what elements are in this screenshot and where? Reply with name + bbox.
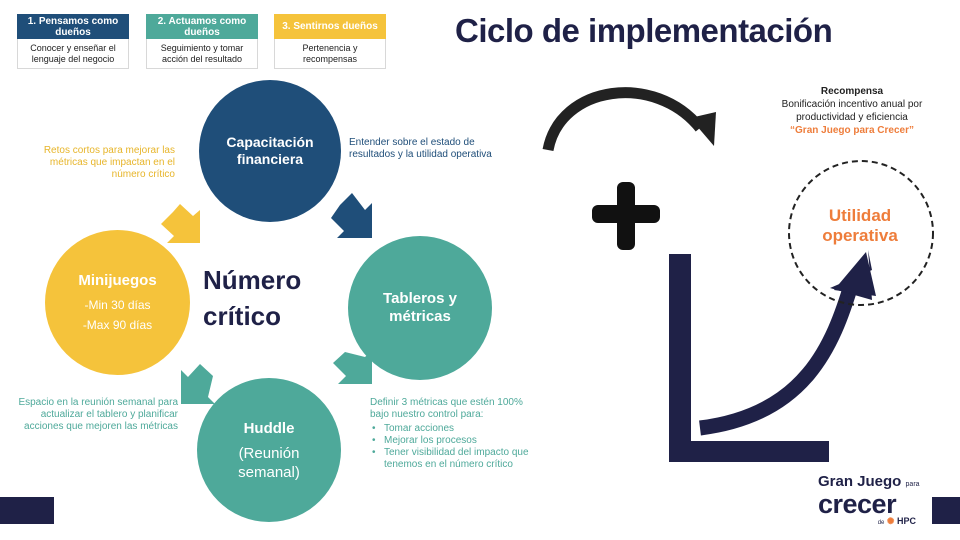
utilidad-label: Utilidad operativa (822, 206, 898, 245)
circle-tableros: Tableros y métricas (348, 236, 492, 380)
curved-arrow (542, 87, 705, 152)
logo-gear-icon: ✺ (886, 516, 895, 526)
axis-horizontal (669, 441, 829, 462)
logo-line1: Gran Juego (818, 473, 902, 490)
step-3-title: 3. Sentirnos dueños (274, 14, 386, 39)
logo-line2: crecer (818, 489, 897, 519)
arrow-teal-left (181, 364, 215, 404)
logo-brand: HPC (896, 516, 916, 526)
tableros-bullet-list: Tomar acciones Mejorar los procesos Tene… (370, 423, 540, 471)
arrow-yellow (161, 204, 200, 243)
minijuegos-max: -Max 90 días (82, 317, 153, 332)
logo-de: de (877, 520, 885, 526)
step-2-title: 2. Actuamos como dueños (146, 14, 258, 39)
growth-curve (699, 279, 860, 436)
huddle-sub: (Reunión semanal) (238, 444, 300, 481)
note-tableros: Definir 3 métricas que estén 100% bajo n… (370, 397, 540, 471)
reward-desc: Bonificación incentivo anual por product… (781, 99, 923, 123)
curved-arrow-head (690, 112, 716, 146)
bottom-left-bar (0, 497, 54, 524)
tableros-label: Tableros y métricas (383, 290, 457, 325)
arrow-blue (331, 193, 372, 238)
circle-huddle: Huddle (Reunión semanal) (197, 378, 341, 522)
note-huddle: Espacio en la reunión semanal para actua… (18, 397, 178, 432)
plus-v (617, 182, 635, 250)
bullet-item: Mejorar los procesos (372, 435, 540, 447)
reward-program: “Gran Juego para Crecer” (790, 125, 914, 136)
bullet-item: Tomar acciones (372, 423, 540, 435)
axis-vertical (669, 254, 691, 462)
minijuegos-min: -Min 30 días (84, 297, 151, 312)
step-3-box: 3. Sentirnos dueños Pertenencia y recomp… (274, 14, 386, 69)
arrow-teal-right (333, 350, 372, 384)
step-3-desc: Pertenencia y recompensas (274, 39, 386, 69)
logo: Gran Juego para crecer de ✺ HPC (818, 474, 928, 528)
note-tableros-intro: Definir 3 métricas que estén 100% bajo n… (370, 397, 523, 420)
logo-para: para (905, 481, 920, 488)
step-2-desc: Seguimiento y tomar acción del resultado (146, 39, 258, 69)
circle-minijuegos: Minijuegos -Min 30 días -Max 90 días (45, 230, 190, 375)
bullet-item: Tener visibilidad del impacto que tenemo… (372, 447, 540, 471)
bottom-right-bar (932, 497, 960, 524)
numero-critico-label: Número crítico (203, 265, 302, 331)
huddle-label: Huddle (243, 419, 295, 437)
step-1-box: 1. Pensamos como dueños Conocer y enseña… (17, 14, 129, 69)
note-minijuegos: Retos cortos para mejorar las métricas q… (43, 145, 175, 180)
step-2-box: 2. Actuamos como dueños Seguimiento y to… (146, 14, 258, 69)
note-capacitacion: Entender sobre el estado de resultados y… (349, 137, 492, 160)
page-title: Ciclo de implementación (455, 12, 833, 49)
reward-block: Recompensa Bonificación incentivo anual … (752, 85, 952, 137)
circle-capacitacion: Capacitación financiera (199, 80, 341, 222)
utilidad-circle (788, 160, 934, 306)
capacitacion-label: Capacitación financiera (226, 134, 314, 167)
reward-heading: Recompensa (820, 86, 884, 97)
minijuegos-label: Minijuegos (78, 271, 157, 289)
step-1-title: 1. Pensamos como dueños (17, 14, 129, 39)
step-1-desc: Conocer y enseñar el lenguaje del negoci… (17, 39, 129, 69)
